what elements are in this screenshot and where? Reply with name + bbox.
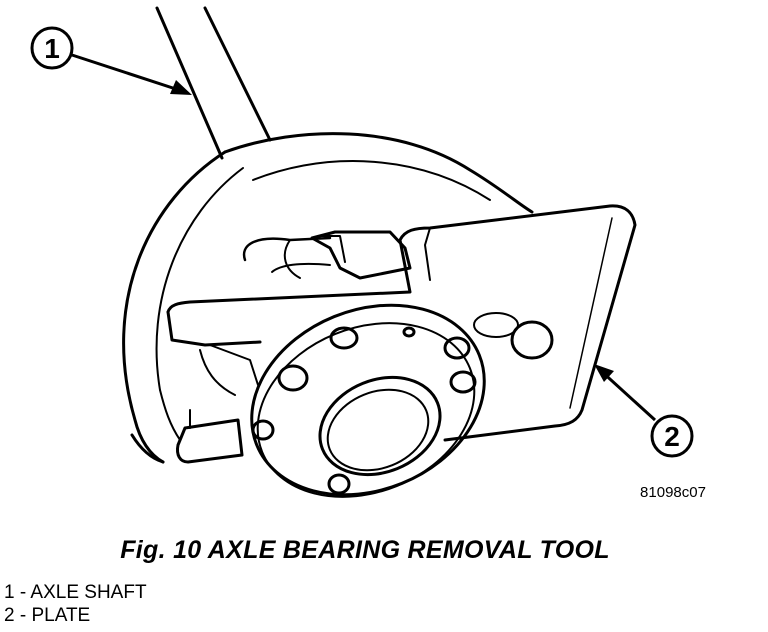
legend-item-plate: 2 - PLATE [4, 605, 91, 626]
axle-flange [199, 230, 412, 396]
reference-code: 81098c07 [640, 484, 706, 501]
brake-backing-plate [122, 132, 534, 464]
hub-flange [250, 303, 486, 498]
axle-bearing-removal-illustration: 1 2 81098c07 [30, 6, 706, 501]
plate-tool [166, 204, 637, 442]
callout-2-number: 2 [664, 421, 680, 452]
tool-bracket [176, 409, 244, 464]
callout-1-number: 1 [44, 33, 60, 64]
axle-shaft [155, 6, 272, 160]
callout-1: 1 [30, 26, 192, 95]
callout-2: 2 [594, 364, 694, 458]
legend: 1 - AXLE SHAFT 2 - PLATE [4, 581, 147, 627]
figure-caption: Fig. 10 AXLE BEARING REMOVAL TOOL [120, 536, 610, 564]
legend-item-axle-shaft: 1 - AXLE SHAFT [4, 582, 147, 603]
lug-holes [251, 326, 477, 495]
